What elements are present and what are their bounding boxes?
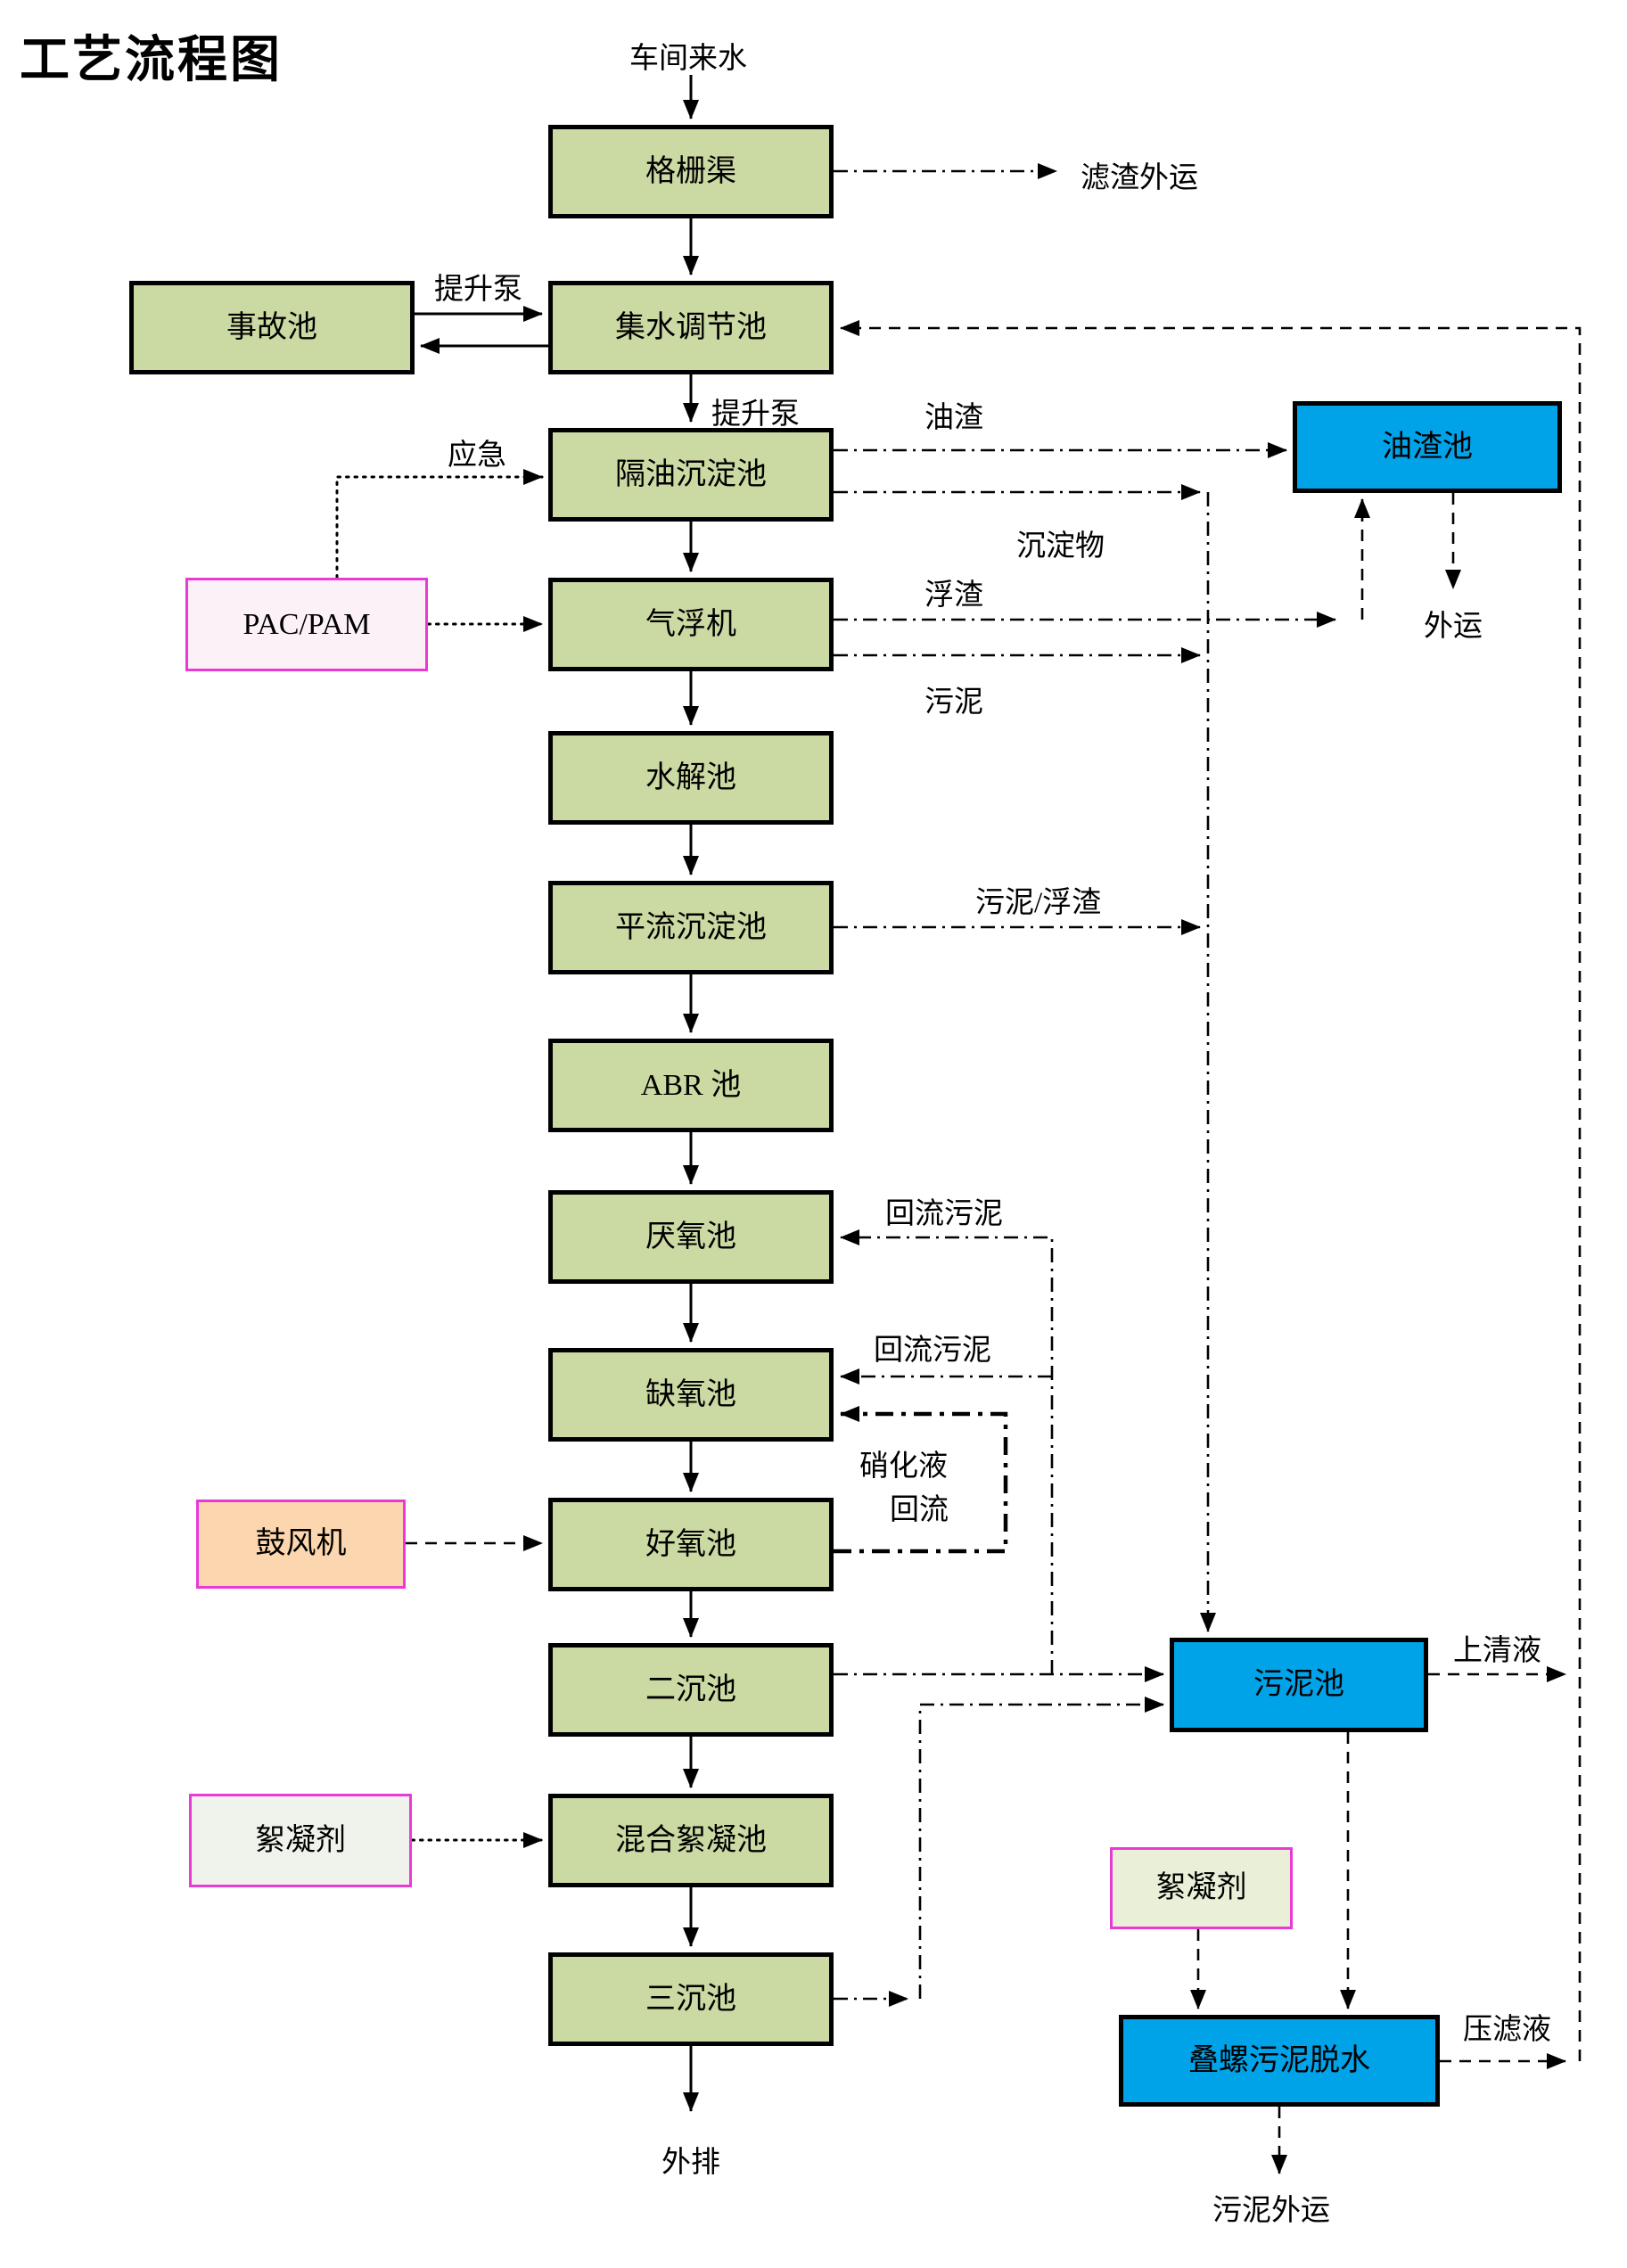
node-anoxic-tank-label: 缺氧池 — [645, 1377, 736, 1411]
node-mixing-flocculation-tank: 混合絮凝池 — [548, 1794, 834, 1887]
label-lift-pump-main: 提升泵 — [711, 399, 800, 431]
node-mixing-flocculation-tank-label: 混合絮凝池 — [615, 1823, 767, 1857]
node-oil-separation-tank: 隔油沉淀池 — [548, 428, 834, 522]
node-horizontal-sedimentation-tank: 平流沉淀池 — [548, 881, 834, 974]
node-horizontal-sedimentation-tank-label: 平流沉淀池 — [615, 910, 767, 944]
node-abr-tank: ABR 池 — [548, 1039, 834, 1132]
node-screw-sludge-dewatering: 叠螺污泥脱水 — [1119, 2015, 1440, 2107]
label-discharge: 外排 — [661, 2147, 720, 2179]
node-flocculant-left-label: 絮凝剂 — [255, 1823, 346, 1857]
arrow-return-to-collection-tank — [840, 320, 1582, 2061]
node-pac-pam: PAC/PAM — [185, 578, 428, 671]
node-aerobic-tank-label: 好氧池 — [645, 1527, 736, 1561]
node-grid-channel: 格栅渠 — [548, 125, 834, 218]
arrow-tertiary-to-sludge-tank — [918, 1697, 1164, 1999]
node-hydrolysis-tank: 水解池 — [548, 731, 834, 825]
node-oil-residue-tank-label: 油渣池 — [1382, 430, 1473, 464]
label-emergency: 应急 — [448, 440, 506, 472]
node-accident-tank: 事故池 — [129, 281, 415, 374]
node-sludge-tank-label: 污泥池 — [1253, 1668, 1344, 1702]
node-anaerobic-tank: 厌氧池 — [548, 1190, 834, 1284]
node-collection-tank-label: 集水调节池 — [615, 310, 767, 344]
node-sludge-tank: 污泥池 — [1170, 1638, 1428, 1732]
node-tertiary-clarifier: 三沉池 — [548, 1952, 834, 2046]
label-supernatant: 上清液 — [1453, 1635, 1541, 1667]
label-return-sludge-anaerobic: 回流污泥 — [885, 1198, 1003, 1230]
label-sludge-transport-out: 污泥外运 — [1212, 2195, 1330, 2227]
label-oil-residue: 油渣 — [924, 402, 983, 434]
label-sludge: 污泥 — [924, 686, 983, 719]
label-source-water: 车间来水 — [629, 43, 747, 75]
label-reflux: 回流 — [890, 1494, 949, 1526]
node-grid-channel-label: 格栅渠 — [645, 154, 736, 188]
node-abr-tank-label: ABR 池 — [640, 1068, 742, 1102]
node-tertiary-clarifier-label: 三沉池 — [645, 1982, 736, 2016]
arrow-nitrified-liquid-reflux — [834, 1406, 1008, 1554]
node-blower: 鼓风机 — [196, 1500, 406, 1589]
diagram-title: 工艺流程图 — [20, 31, 283, 87]
label-return-sludge-anoxic: 回流污泥 — [874, 1335, 991, 1367]
node-secondary-clarifier-label: 二沉池 — [645, 1672, 736, 1706]
node-oil-separation-tank-label: 隔油沉淀池 — [615, 457, 767, 491]
node-secondary-clarifier: 二沉池 — [548, 1643, 834, 1737]
node-flocculant-left: 絮凝剂 — [189, 1794, 412, 1887]
node-flocculant-right-label: 絮凝剂 — [1155, 1871, 1247, 1905]
node-oil-residue-tank: 油渣池 — [1293, 401, 1562, 493]
node-air-flotation: 气浮机 — [548, 578, 834, 671]
node-air-flotation-label: 气浮机 — [645, 607, 736, 641]
node-flocculant-right: 絮凝剂 — [1110, 1847, 1293, 1929]
label-press-filtrate: 压滤液 — [1463, 2014, 1551, 2046]
node-screw-sludge-dewatering-label: 叠螺污泥脱水 — [1188, 2043, 1370, 2077]
label-sediment: 沉淀物 — [1016, 530, 1105, 563]
label-filter-residue-out: 滤渣外运 — [1081, 162, 1198, 194]
node-aerobic-tank: 好氧池 — [548, 1498, 834, 1591]
node-anoxic-tank: 缺氧池 — [548, 1348, 834, 1442]
node-anaerobic-tank-label: 厌氧池 — [645, 1220, 736, 1253]
arrow-pac-emergency-to-oilsep — [335, 469, 544, 579]
label-sludge-scum: 污泥/浮渣 — [975, 887, 1102, 919]
label-scum: 浮渣 — [924, 579, 983, 612]
node-hydrolysis-tank-label: 水解池 — [645, 760, 736, 794]
node-blower-label: 鼓风机 — [255, 1527, 347, 1561]
node-accident-tank-label: 事故池 — [226, 310, 317, 344]
node-collection-tank: 集水调节池 — [548, 281, 834, 374]
label-nitrified-liquid: 硝化液 — [859, 1450, 948, 1483]
node-pac-pam-label: PAC/PAM — [242, 607, 371, 641]
label-transport-out: 外运 — [1424, 611, 1483, 643]
label-lift-pump-accident: 提升泵 — [434, 274, 522, 306]
